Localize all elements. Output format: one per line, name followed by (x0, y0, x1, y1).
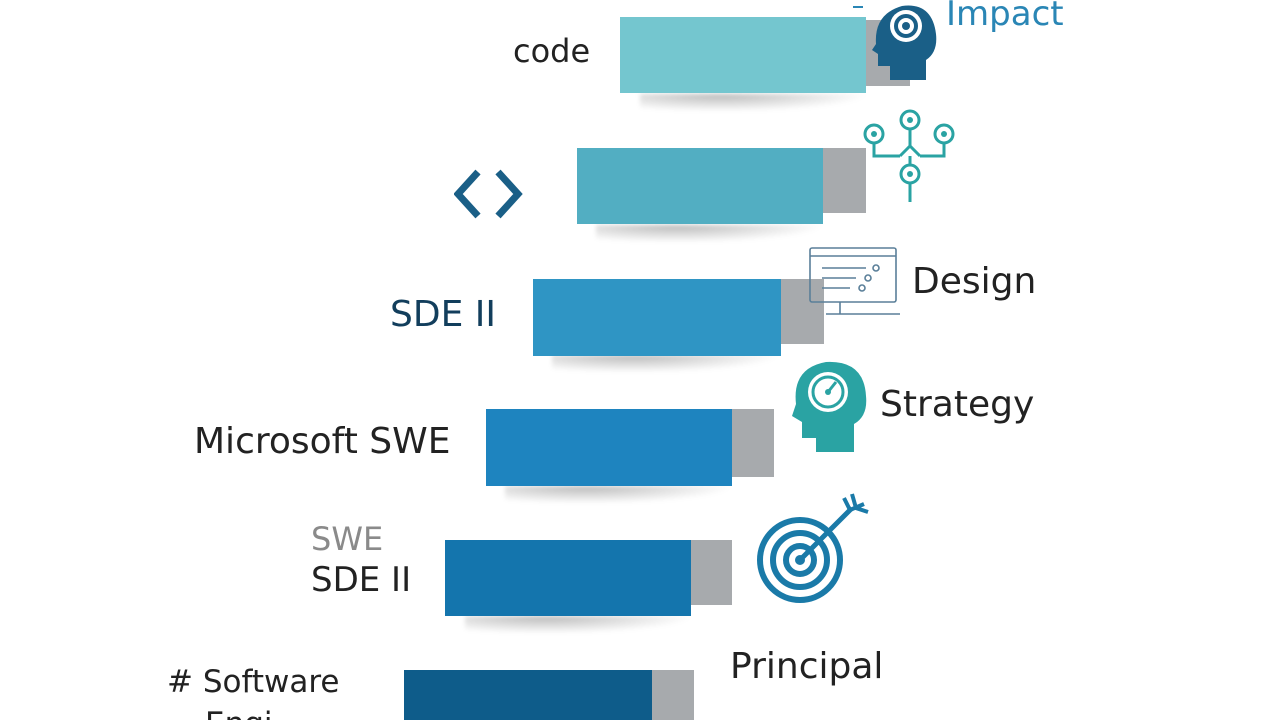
head-gauge-icon (786, 356, 870, 454)
design-wireframe-icon (806, 246, 902, 322)
sde-ii-upper-label: SDE II (390, 294, 496, 335)
target-arrow-icon (754, 490, 874, 610)
head-target-icon (868, 0, 940, 82)
step-1-drop-shadow (640, 94, 870, 112)
step-4-drop-shadow (505, 486, 735, 504)
impact-label: Impact (946, 0, 1064, 34)
step-6-bar (404, 670, 652, 720)
step-2-drop-shadow (596, 225, 826, 243)
strategy-label: Strategy (880, 384, 1035, 425)
step-4-bar (486, 409, 732, 486)
code-label: code (513, 32, 591, 70)
step-3-drop-shadow (552, 355, 782, 373)
step-1-bar (620, 17, 866, 93)
software-label: # Software (167, 664, 340, 700)
code-brackets-icon (454, 168, 524, 220)
design-label: Design (912, 261, 1037, 302)
sde-ii-lower-label: SDE II (311, 560, 412, 600)
step-5-drop-shadow (465, 616, 695, 634)
network-nodes-icon (860, 106, 960, 206)
microsoft-swe-label: Microsoft SWE (194, 421, 451, 462)
step-3-bar (533, 279, 781, 356)
impact-dash (853, 6, 863, 8)
swe-label: SWE (311, 520, 384, 558)
principal-label: Principal (730, 646, 884, 687)
engineer-cut-label: Engi (205, 706, 273, 720)
step-5-bar (445, 540, 691, 616)
step-2-bar (577, 148, 823, 224)
